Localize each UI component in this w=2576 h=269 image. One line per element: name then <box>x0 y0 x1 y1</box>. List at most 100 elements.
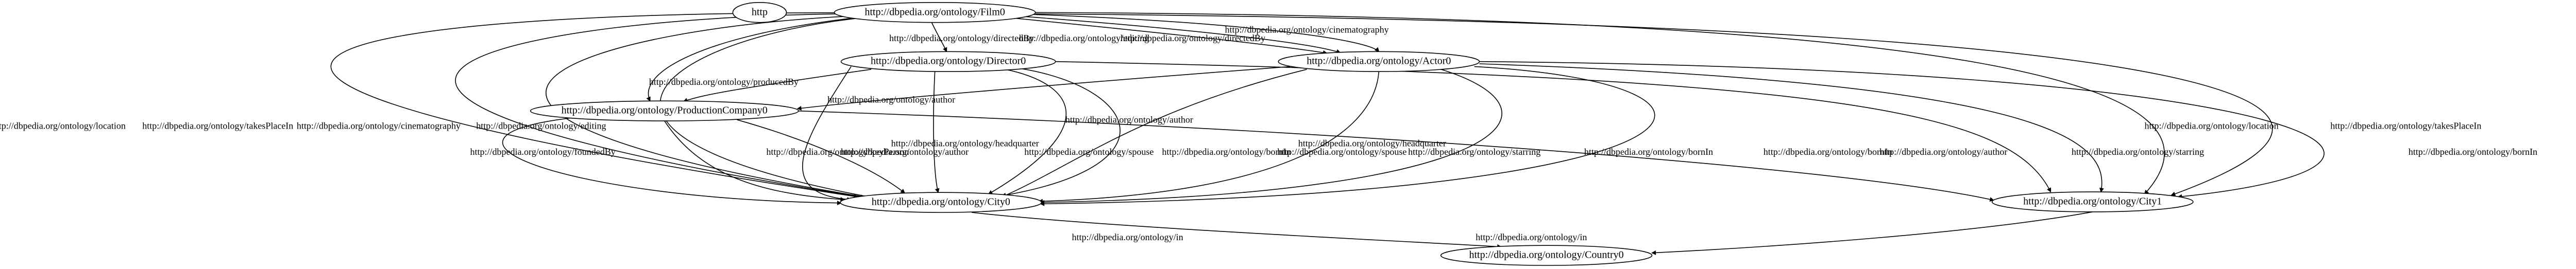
edge-actor-to-city1: http://dbpedia.org/ontology/starring <box>1479 63 2204 193</box>
edge-film-to-city1: http://dbpedia.org/ontology/location <box>1035 12 2279 195</box>
arrowhead-icon <box>900 189 906 194</box>
edge-line <box>1040 66 1655 205</box>
edge-label: http://dbpedia.org/ontology/location <box>2145 121 2279 131</box>
edge-line <box>972 212 1501 247</box>
edge-line <box>1035 12 2165 194</box>
edge-label: http://dbpedia.org/ontology/bornIn <box>1162 147 1291 157</box>
edge-line <box>1479 63 2103 192</box>
edge-label: http://dbpedia.org/ontology/bornIn <box>1584 147 1713 157</box>
edge-actor-to-city0: http://dbpedia.org/ontology/spouse <box>1001 69 1406 198</box>
node-layer: http http://dbpedia.org/ontology/Film0 h… <box>530 2 2194 266</box>
edge-line <box>797 66 1291 110</box>
edge-line <box>1039 71 1380 202</box>
edge-line <box>659 17 878 199</box>
edge-label: http://dbpedia.org/ontology/cinematograp… <box>1225 25 1388 35</box>
edge-label: http://dbpedia.org/ontology/directedBy <box>889 33 1034 43</box>
edge-label: http://dbpedia.org/ontology/starring <box>1408 147 1540 157</box>
edge-line <box>737 119 905 193</box>
edge-label: http://dbpedia.org/ontology/editing <box>1019 33 1149 43</box>
edge-prodco-to-city0: http://dbpedia.org/ontology/keyPerson <box>664 120 909 202</box>
edge-city0-to-country: http://dbpedia.org/ontology/in <box>972 212 1502 249</box>
edge-film-to-director: http://dbpedia.org/ontology/directedBy <box>889 22 1034 52</box>
node-label-http: http <box>752 6 768 17</box>
node-label-city1: http://dbpedia.org/ontology/City1 <box>2023 196 2162 207</box>
edge-line <box>1055 61 2052 192</box>
edge-director-to-prodco: http://dbpedia.org/ontology/author <box>683 69 955 104</box>
edge-city1-to-country: http://dbpedia.org/ontology/in <box>1476 211 2093 255</box>
edge-line <box>798 110 1994 201</box>
edge-label: http://dbpedia.org/ontology/cinematograp… <box>297 121 461 131</box>
node-film: http://dbpedia.org/ontology/Film0 <box>834 2 1036 23</box>
edge-director-to-city0: http://dbpedia.org/ontology/author <box>988 69 1193 195</box>
arrowhead-icon <box>1040 201 1045 206</box>
edge-film-to-actor: http://dbpedia.org/ontology/cinematograp… <box>1032 14 1389 52</box>
node-label-prodco: http://dbpedia.org/ontology/ProductionCo… <box>562 105 768 116</box>
node-label-director: http://dbpedia.org/ontology/Director0 <box>871 56 1026 67</box>
edge-line <box>683 69 872 102</box>
node-http: http <box>732 2 787 23</box>
edge-line <box>1025 16 1341 53</box>
edge-label: http://dbpedia.org/ontology/foundedBy <box>470 147 616 157</box>
edge-label: http://dbpedia.org/ontology/editing <box>476 121 606 131</box>
edge-line <box>988 69 1067 195</box>
node-city0: http://dbpedia.org/ontology/City0 <box>840 192 1042 213</box>
edge-line <box>546 15 872 199</box>
edge-label: http://dbpedia.org/ontology/author <box>1879 147 2007 157</box>
edge-label: http://dbpedia.org/ontology/author <box>841 147 969 157</box>
edge-line <box>1652 211 2093 254</box>
edge-label: http://dbpedia.org/ontology/author <box>1065 114 1193 124</box>
node-label-country: http://dbpedia.org/ontology/Country0 <box>1469 249 1623 261</box>
edge-actor-to-city0: http://dbpedia.org/ontology/bornIn <box>1040 69 1713 205</box>
edge-prodco-to-city0: http://dbpedia.org/ontology/headquarter <box>737 119 1039 194</box>
edge-director-to-city1: http://dbpedia.org/ontology/bornIn <box>1055 61 2052 193</box>
edge-line <box>648 17 852 101</box>
node-actor: http://dbpedia.org/ontology/Actor0 <box>1278 51 1480 72</box>
arrowhead-icon <box>1651 250 1656 255</box>
node-label-actor: http://dbpedia.org/ontology/Actor0 <box>1307 56 1451 67</box>
node-city1: http://dbpedia.org/ontology/City1 <box>1991 191 2194 212</box>
edge-label: http://dbpedia.org/ontology/headquarter <box>1298 138 1446 149</box>
edge-label: http://dbpedia.org/ontology/takesPlaceIn <box>142 121 293 131</box>
arrowhead-icon <box>796 106 802 111</box>
edge-line <box>1035 13 2273 196</box>
edge-label: http://dbpedia.org/ontology/headquarter <box>891 138 1039 149</box>
edge-label: http://dbpedia.org/ontology/keyPerson <box>766 147 909 157</box>
edge-label: http://dbpedia.org/ontology/bornIn <box>1764 147 1892 157</box>
edge-label: http://dbpedia.org/ontology/in <box>1476 232 1587 242</box>
edge-line <box>933 71 939 193</box>
edge-film-to-prodco: http://dbpedia.org/ontology/producedBy <box>646 17 852 102</box>
edge-film-to-actor: http://dbpedia.org/ontology/editing <box>1015 17 1328 55</box>
edge-actor-to-city0: http://dbpedia.org/ontology/author <box>1040 66 2007 206</box>
edge-line <box>1015 17 1327 54</box>
edge-director-to-city0: http://dbpedia.org/ontology/author <box>802 66 969 202</box>
node-director: http://dbpedia.org/ontology/Director0 <box>840 51 1056 72</box>
edge-director-to-city0: http://dbpedia.org/ontology/bornIn <box>1001 68 1291 198</box>
node-prodco: http://dbpedia.org/ontology/ProductionCo… <box>530 100 799 121</box>
edge-line <box>1032 14 1379 52</box>
edge-line <box>455 13 865 198</box>
edge-label: http://dbpedia.org/ontology/takesPlaceIn <box>2330 121 2481 131</box>
edge-label: http://dbpedia.org/ontology/producedBy <box>649 77 799 87</box>
edge-line <box>664 120 845 201</box>
edge-film-to-actor: http://dbpedia.org/ontology/directedBy <box>1025 16 1341 54</box>
node-country: http://dbpedia.org/ontology/Country0 <box>1440 245 1653 266</box>
arrowhead-icon <box>935 188 940 193</box>
edge-label: http://dbpedia.org/ontology/spouse <box>1277 147 1406 157</box>
arrowhead-icon <box>1374 47 1380 52</box>
arrowhead-icon <box>2047 187 2052 193</box>
edge-prodco-to-city0: http://dbpedia.org/ontology/foundedBy <box>470 117 842 206</box>
edge-layer: http://dbpedia.org/ontology/directedByht… <box>0 12 2537 255</box>
edge-line <box>802 66 852 201</box>
arrowhead-icon <box>2171 191 2176 196</box>
edge-actor-to-prodco <box>796 66 1291 111</box>
edge-line <box>1002 69 1307 198</box>
node-label-city0: http://dbpedia.org/ontology/City0 <box>872 196 1010 208</box>
edge-label: http://dbpedia.org/ontology/directedBy <box>1121 33 1265 43</box>
edge-line <box>330 12 858 198</box>
edge-line <box>1479 61 2325 198</box>
arrowhead-icon <box>646 96 651 102</box>
edge-director-to-city0: http://dbpedia.org/ontology/spouse <box>933 71 1154 193</box>
edge-label: http://dbpedia.org/ontology/starring <box>2072 147 2204 157</box>
edge-line <box>1002 68 1121 196</box>
